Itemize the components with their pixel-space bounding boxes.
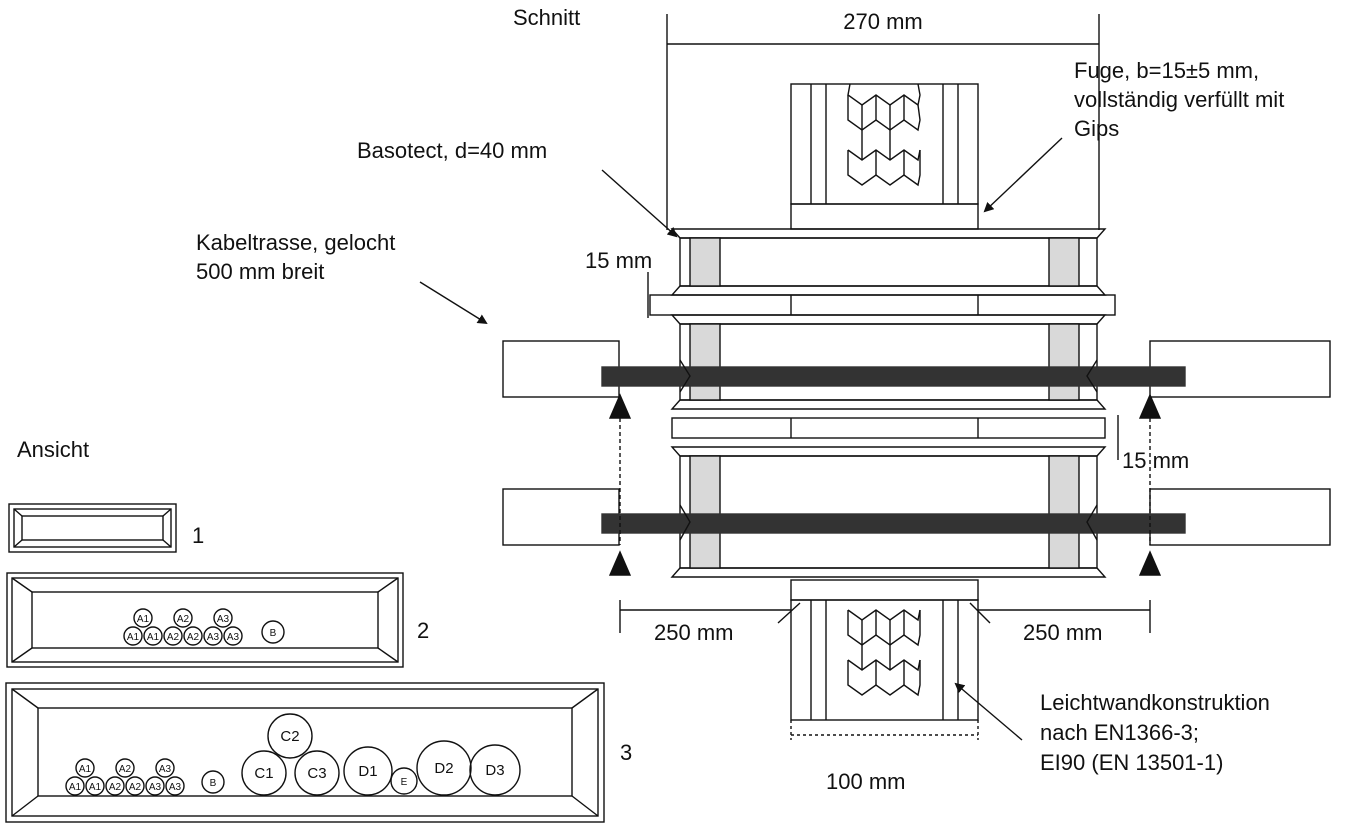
- wall-core-band-2: [671, 417, 1106, 439]
- label-leicht-3: EI90 (EN 13501-1): [1040, 750, 1223, 775]
- dimension-250: [619, 600, 1151, 633]
- tray-view-3: [5, 682, 605, 823]
- cable-a1: [133, 608, 153, 628]
- tray-2-cable-labels: A1 A2 A3 A1 A1 A2 A2 A3 A3 B: [127, 614, 277, 643]
- label-leicht-2: nach EN1366-3;: [1040, 720, 1199, 745]
- cable-c1: [241, 750, 287, 796]
- cable-a2: [105, 776, 125, 796]
- cable-a1: [123, 626, 143, 646]
- dimension-270: [666, 14, 1100, 230]
- seal-board-2: [670, 314, 1107, 410]
- cable-tray-upper: [502, 340, 1331, 398]
- tray-label-3: 3: [620, 740, 632, 765]
- label-gap-15-top: 15 mm: [585, 248, 652, 273]
- cable-e: [390, 767, 418, 795]
- cable-tray-lower: [502, 488, 1331, 546]
- cable-label: A2: [129, 782, 142, 793]
- cable-label: A2: [177, 614, 190, 625]
- tray-2-cables: [123, 608, 285, 646]
- cable-label: A3: [217, 614, 230, 625]
- cable-a1: [85, 776, 105, 796]
- cable-label: A1: [147, 632, 160, 643]
- label-250-right: 250 mm: [1023, 620, 1102, 645]
- cable-label: C2: [280, 728, 299, 745]
- cable-a3: [203, 626, 223, 646]
- cable-label: A1: [69, 782, 82, 793]
- cable-label: D1: [358, 763, 377, 780]
- cable-label: E: [401, 777, 408, 788]
- label-250-left: 250 mm: [654, 620, 733, 645]
- cable-label: B: [270, 628, 277, 639]
- cable-c2: [267, 713, 313, 759]
- seal-board-3: [670, 446, 1107, 578]
- tray-view-1: [8, 503, 177, 553]
- cable-a2: [115, 758, 135, 778]
- cable-a3: [155, 758, 175, 778]
- label-ansicht: Ansicht: [17, 437, 89, 462]
- wall-upper: [790, 83, 979, 230]
- tray-3-cables: [65, 713, 521, 796]
- support-arrows: [608, 393, 1162, 576]
- cable-a2: [183, 626, 203, 646]
- cable-label: A1: [137, 614, 150, 625]
- cable-label: C1: [254, 765, 273, 782]
- label-wall-100: 100 mm: [826, 769, 905, 794]
- cable-label: A1: [79, 764, 92, 775]
- cable-d1: [343, 746, 393, 796]
- label-gap-15-mid: 15 mm: [1122, 448, 1189, 473]
- label-fuge-1: Fuge, b=15±5 mm,: [1074, 58, 1259, 83]
- wall-core-band-1: [649, 294, 1116, 316]
- cable-a2: [173, 608, 193, 628]
- cable-label: A3: [207, 632, 220, 643]
- label-schnitt: Schnitt: [513, 5, 580, 30]
- cable-a1: [75, 758, 95, 778]
- cable-label: D2: [434, 760, 453, 777]
- cable-label: A3: [227, 632, 240, 643]
- cable-d3: [469, 744, 521, 796]
- cable-label: A1: [89, 782, 102, 793]
- cable-label: C3: [307, 765, 326, 782]
- cable-a1: [143, 626, 163, 646]
- tray-view-2: [6, 572, 404, 668]
- section-view: [419, 14, 1331, 741]
- gap-callouts: [647, 272, 1119, 460]
- tray-label-1: 1: [192, 523, 204, 548]
- seal-board-1: [670, 228, 1107, 296]
- label-fuge-2: vollständig verfüllt mit: [1074, 87, 1284, 112]
- cable-d2: [416, 740, 472, 796]
- cable-a2: [163, 626, 183, 646]
- cable-label: A2: [187, 632, 200, 643]
- cable-a1: [65, 776, 85, 796]
- cable-label: A3: [159, 764, 172, 775]
- label-fuge-3: Gips: [1074, 116, 1119, 141]
- cable-b: [261, 620, 285, 644]
- cable-a3: [223, 626, 243, 646]
- cable-label: A3: [149, 782, 162, 793]
- label-kabeltrasse-1: Kabeltrasse, gelocht: [196, 230, 395, 255]
- cable-label: B: [210, 778, 217, 789]
- tray-3-cable-labels: A1 A2 A3 A1 A1 A2 A2 A3 A3 B C2 C1 C3 D1…: [69, 728, 505, 793]
- cable-b: [201, 770, 225, 794]
- label-leicht-1: Leichtwandkonstruktion: [1040, 690, 1270, 715]
- label-basotect: Basotect, d=40 mm: [357, 138, 547, 163]
- cable-label: A2: [119, 764, 132, 775]
- cable-label: A3: [169, 782, 182, 793]
- tray-label-2: 2: [417, 618, 429, 643]
- wall-lower: [790, 579, 979, 740]
- cable-c3: [294, 750, 340, 796]
- cable-label: A1: [127, 632, 140, 643]
- cable-label: A2: [109, 782, 122, 793]
- label-width-270: 270 mm: [843, 9, 922, 34]
- cable-label: A2: [167, 632, 180, 643]
- cable-label: D3: [485, 762, 504, 779]
- cable-a3: [145, 776, 165, 796]
- cable-a3: [165, 776, 185, 796]
- cable-a3: [213, 608, 233, 628]
- label-kabeltrasse-2: 500 mm breit: [196, 259, 324, 284]
- leader-arrows: [419, 137, 1063, 741]
- cable-a2: [125, 776, 145, 796]
- front-view: [5, 503, 605, 823]
